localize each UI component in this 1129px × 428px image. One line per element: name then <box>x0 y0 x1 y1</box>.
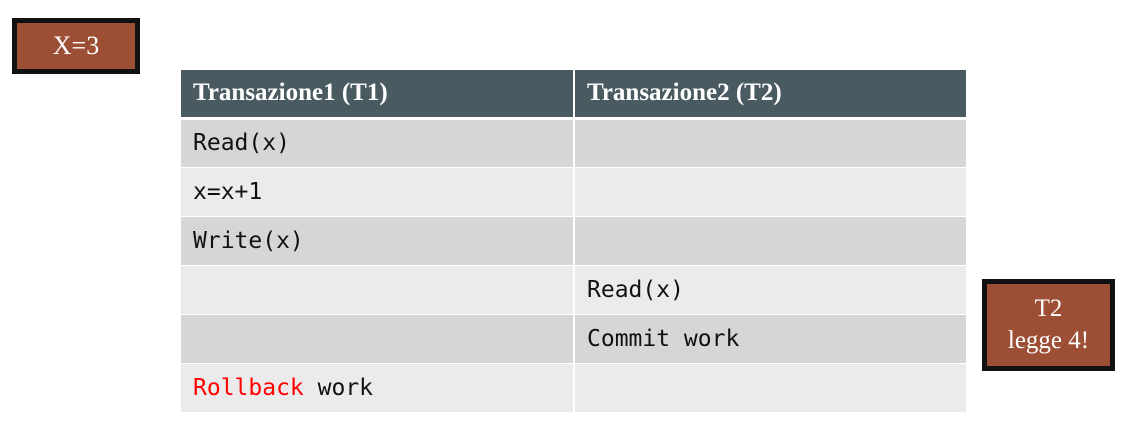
t1-cell <box>181 314 574 364</box>
t1-cell: x=x+1 <box>181 167 574 217</box>
t1-cell: Rollback work <box>181 363 574 413</box>
table-row: Read(x) <box>181 265 966 315</box>
t2-note-line2: legge 4! <box>1007 327 1090 354</box>
rollback-rest: work <box>303 374 374 401</box>
header-t1: Transazione1 (T1) <box>181 70 574 120</box>
table-header-row: Transazione1 (T1) Transazione2 (T2) <box>181 70 966 120</box>
table-row: Write(x) <box>181 216 966 266</box>
t1-cell <box>181 265 574 315</box>
table-row: Read(x) <box>181 118 966 168</box>
t2-cell: Read(x) <box>573 265 966 315</box>
table-row: x=x+1 <box>181 167 966 217</box>
table-row: Rollback work <box>181 363 966 413</box>
initial-value-label: X=3 <box>52 31 100 60</box>
t2-note-badge: T2 legge 4! <box>982 279 1115 371</box>
header-t2: Transazione2 (T2) <box>573 70 966 120</box>
initial-value-badge: X=3 <box>12 18 140 74</box>
t1-cell: Write(x) <box>181 216 574 266</box>
t2-cell <box>573 363 966 413</box>
t2-cell: Commit work <box>573 314 966 364</box>
t1-cell: Read(x) <box>181 118 574 168</box>
t2-cell <box>573 216 966 266</box>
table-row: Commit work <box>181 314 966 364</box>
t2-cell <box>573 118 966 168</box>
t2-note-line1: T2 <box>1034 295 1063 322</box>
transaction-schedule-table: Transazione1 (T1) Transazione2 (T2) Read… <box>181 70 966 413</box>
t2-cell <box>573 167 966 217</box>
rollback-keyword: Rollback <box>193 374 304 401</box>
